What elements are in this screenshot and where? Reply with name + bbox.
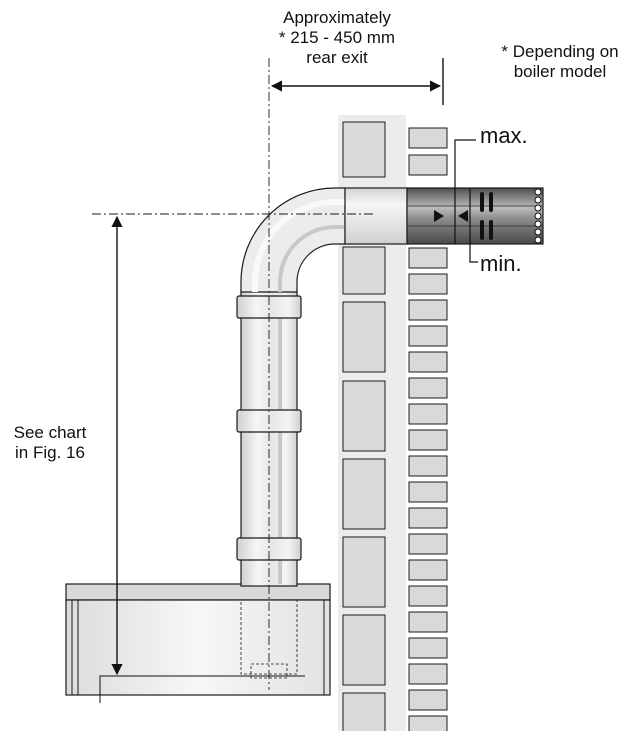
rear-exit-label-line: rear exit [306,48,368,67]
brick [408,481,448,503]
brick [408,299,448,321]
brick [342,301,386,373]
brick [408,247,448,269]
brick [342,380,386,452]
brick [408,611,448,633]
height-label: See chart in Fig. 16 [2,423,98,463]
height-label-line: See chart [13,423,87,442]
rear-exit-dimension [270,58,444,105]
brick [408,715,448,736]
brick [342,121,386,178]
flue-elbow [240,187,346,293]
brick [408,127,448,149]
brick [342,692,386,736]
boiler [65,583,331,696]
height-label-line: in Fig. 16 [15,443,85,462]
brick [408,663,448,685]
flue-terminal [406,187,544,245]
brick [408,403,448,425]
min-label: min. [480,251,522,276]
rear-exit-label-line: Approximately [283,8,391,27]
brick [342,536,386,608]
rear-exit-label: Approximately * 215 - 450 mm rear exit [262,8,412,68]
height-dimension [99,215,305,703]
brick [408,325,448,347]
brick [408,455,448,477]
boiler-model-note-line: boiler model [513,62,607,81]
brick [408,533,448,555]
brick [408,585,448,607]
brick [408,351,448,373]
brick [408,559,448,581]
max-min-leaders [454,139,478,263]
brick [408,429,448,451]
boiler-model-note: * Depending on boiler model [485,42,635,82]
brick [408,689,448,711]
centre-lines [92,58,375,690]
brick [408,273,448,295]
horizontal-flue-pipe [344,187,408,245]
brick [342,614,386,686]
rear-exit-label-line: * 215 - 450 mm [278,28,396,47]
brick [408,507,448,529]
brick [408,154,448,176]
max-label: max. [480,123,528,148]
brick [408,377,448,399]
brick [342,246,386,295]
brick [342,458,386,530]
boiler-model-note-line: * Depending on [501,42,619,61]
brick [408,637,448,659]
